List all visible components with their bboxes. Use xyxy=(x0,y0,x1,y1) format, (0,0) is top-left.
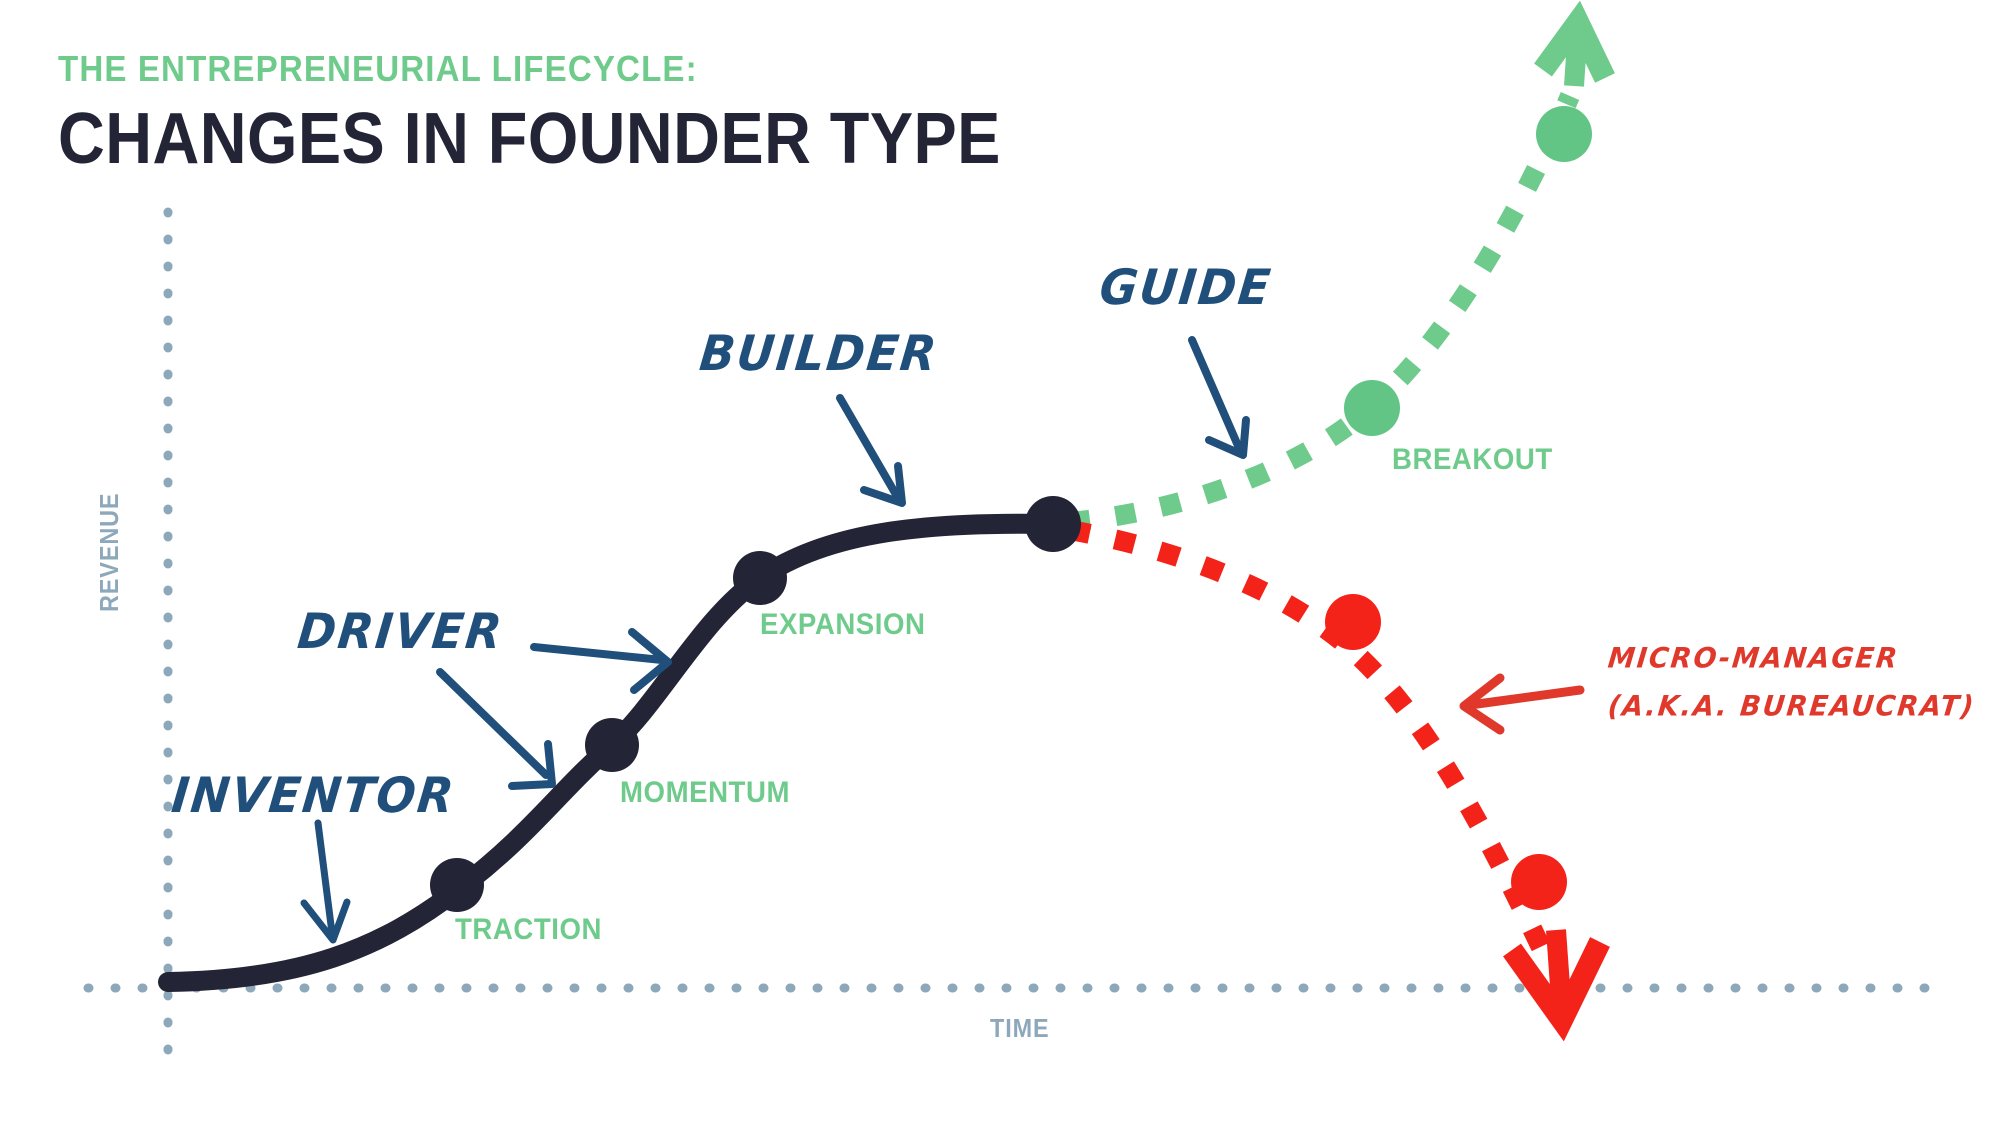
builder-arrow-icon xyxy=(836,394,906,507)
breakout-arrowhead-icon xyxy=(1534,0,1615,83)
node-decline-upper xyxy=(1325,594,1381,650)
decline-dotted-path xyxy=(1068,520,1558,967)
stage-label-traction: TRACTION xyxy=(455,913,602,946)
annotation-inventor: INVENTOR xyxy=(168,766,459,824)
headline-block: THE ENTREPRENEURIAL LIFECYCLE: CHANGES I… xyxy=(58,48,1106,180)
page-title: CHANGES IN FOUNDER TYPE xyxy=(58,99,1001,179)
inventor-arrow-icon xyxy=(300,819,351,944)
annotation-guide: GUIDE xyxy=(1096,258,1275,316)
node-breakout xyxy=(1344,380,1400,436)
driver-arrow-down-icon xyxy=(436,668,556,790)
y-axis-title: REVENUE xyxy=(94,492,124,612)
micromanager-arrow-icon xyxy=(1459,673,1585,735)
node-expansion xyxy=(733,551,787,605)
guide-arrow-icon xyxy=(1188,336,1250,459)
node-decline-lower xyxy=(1511,854,1567,910)
node-momentum xyxy=(585,718,639,772)
node-fork xyxy=(1025,496,1081,552)
annotation-driver: DRIVER xyxy=(294,602,507,660)
annotation-micromanager: MICRO-MANAGER xyxy=(1606,642,1901,675)
stage-label-breakout: BREAKOUT xyxy=(1392,443,1553,476)
node-traction xyxy=(430,858,484,912)
stage-label-expansion: EXPANSION xyxy=(760,608,926,641)
x-axis-title: TIME xyxy=(990,1013,1050,1043)
node-breakout-upper xyxy=(1536,106,1592,162)
kicker-text: THE ENTREPRENEURIAL LIFECYCLE: xyxy=(58,48,698,89)
annotation-builder: BUILDER xyxy=(696,324,941,382)
decline-arrow-shaft xyxy=(1546,929,1572,1015)
breakout-arrow-shaft xyxy=(1564,25,1588,87)
driver-arrow-right-icon xyxy=(530,628,672,694)
annotation-micromanager-aka: (A.K.A. BUREAUCRAT) xyxy=(1606,690,1977,723)
stage-label-momentum: MOMENTUM xyxy=(620,776,790,809)
decline-arrowhead-icon xyxy=(1503,937,1610,1042)
